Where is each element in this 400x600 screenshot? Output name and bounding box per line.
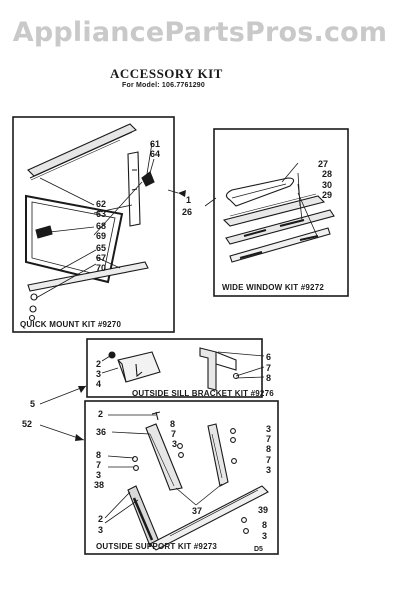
- part-number: 7: [266, 455, 272, 465]
- part-number: 70: [96, 263, 107, 273]
- part-number: 30: [322, 180, 333, 190]
- outside-support-parts: [127, 411, 269, 551]
- quick-mount-kit-box: [12, 116, 175, 333]
- part-number: 67: [96, 253, 107, 263]
- part-number: 4: [96, 379, 102, 389]
- part-number: 8: [170, 419, 176, 429]
- outside-sill-kit-caption: OUTSIDE SILL BRACKET KIT #9276: [132, 389, 274, 398]
- part-number: 29: [322, 190, 333, 200]
- corner-mark: D5: [254, 546, 263, 553]
- leader-lines: [35, 142, 319, 524]
- wide-window-kit-caption: WIDE WINDOW KIT #9272: [222, 283, 324, 292]
- outside-sill-parts: [108, 347, 240, 391]
- wide-window-parts: [222, 177, 335, 263]
- part-number: 6: [266, 352, 272, 362]
- part-number: 38: [94, 480, 105, 490]
- part-number: 39: [258, 505, 269, 515]
- part-number: 7: [171, 429, 177, 439]
- part-number: 61: [150, 139, 161, 149]
- part-number: 63: [96, 209, 107, 219]
- part-number: 8: [96, 450, 102, 460]
- quick-mount-parts: [25, 123, 155, 322]
- part-number: 8: [266, 373, 272, 383]
- part-arrows: [75, 190, 186, 441]
- diagram-title: ACCESSORY KIT: [110, 66, 223, 81]
- model-subtitle: For Model: 106.7761290: [122, 82, 205, 89]
- part-number: 62: [96, 199, 107, 209]
- part-number: 3: [266, 424, 272, 434]
- part-number: 3: [96, 369, 102, 379]
- site-watermark: AppliancePartsPros.com: [12, 16, 388, 48]
- part-number: 36: [96, 427, 107, 437]
- part-number: 3: [262, 531, 268, 541]
- part-number: 2: [96, 359, 102, 369]
- part-number: 27: [318, 159, 329, 169]
- part-number: 28: [322, 169, 333, 179]
- wide-window-kit-box: [213, 128, 349, 297]
- part-number: 7: [96, 460, 102, 470]
- part-number: 2: [98, 409, 104, 419]
- part-number: 5: [30, 399, 36, 409]
- part-number: 26: [182, 207, 193, 217]
- part-number: 3: [266, 465, 272, 475]
- part-number: 2: [98, 514, 104, 524]
- part-number: 3: [96, 470, 102, 480]
- part-number: 7: [266, 434, 272, 444]
- part-number: 8: [266, 444, 272, 454]
- part-number: 68: [96, 221, 107, 231]
- part-number: 64: [150, 149, 161, 159]
- part-number: 69: [96, 231, 107, 241]
- part-number: 37: [192, 506, 203, 516]
- part-number: 7: [266, 363, 272, 373]
- part-number: 3: [172, 439, 178, 449]
- part-number: 3: [98, 525, 104, 535]
- part-number: 65: [96, 243, 107, 253]
- part-number: 8: [262, 520, 268, 530]
- part-number: 1: [186, 195, 192, 205]
- outside-support-kit-caption: OUTSIDE SUPPORT KIT #9273: [96, 542, 218, 551]
- quick-mount-kit-caption: QUICK MOUNT KIT #9270: [20, 320, 122, 329]
- outside-support-kit-box: [84, 400, 279, 555]
- part-number: 52: [22, 419, 33, 429]
